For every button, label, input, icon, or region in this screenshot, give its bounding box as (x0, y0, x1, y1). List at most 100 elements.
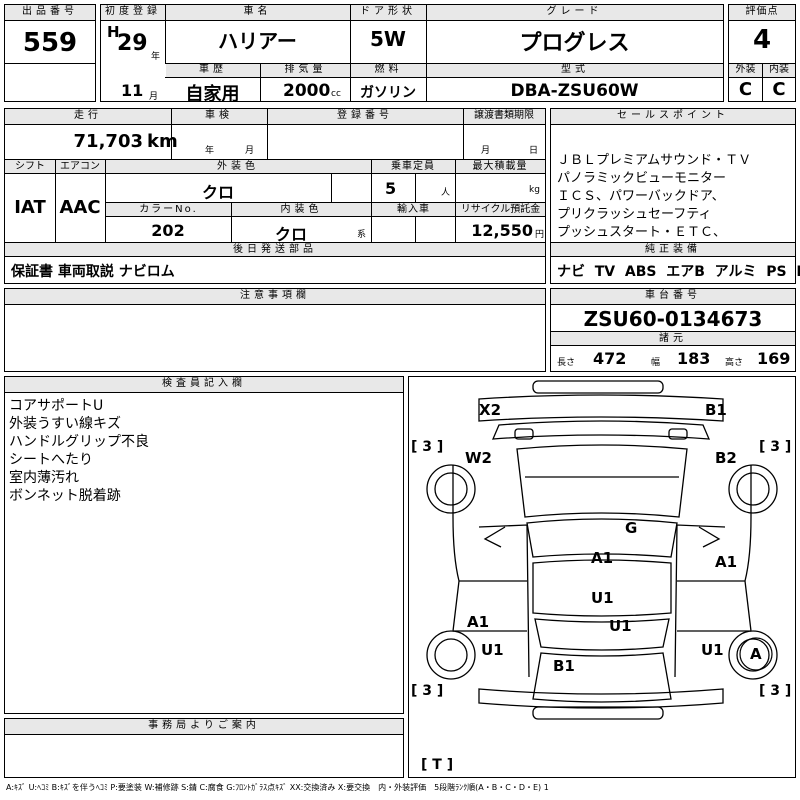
height-label: 高さ (725, 358, 744, 368)
lot-label: 出品番号 (5, 5, 95, 21)
reg-number-label: 登録番号 (267, 109, 463, 125)
score-box: 評価点 4 外装 内装 C C (728, 4, 796, 102)
door-label: ドア形状 (350, 5, 426, 21)
mark-u1-right: U1 (701, 641, 724, 659)
chassis-label: 車台番号 (551, 289, 795, 305)
later-parts: 保証書 車両取説 ナビロム (11, 264, 175, 280)
inspector-line-6: ボンネット脱着跡 (9, 488, 121, 504)
car-name: ハリアー (218, 29, 297, 53)
year-unit: 年 (151, 52, 161, 62)
spec-label: 諸元 (551, 332, 795, 346)
mark-a1-left: A1 (467, 613, 490, 631)
mark-a-right: A (750, 645, 762, 663)
first-reg-label: 初度登録 (101, 5, 165, 21)
ext-color: クロ (201, 183, 234, 202)
notes-label: 注意事項欄 (5, 289, 545, 305)
mileage-unit: km (147, 131, 178, 152)
mark-w2: W2 (465, 449, 492, 467)
interior-label: 内装 (763, 64, 795, 77)
model: DBA-ZSU60W (510, 81, 639, 101)
notes-box: 注意事項欄 (4, 288, 546, 372)
chassis-box: 車台番号 ZSU60-0134673 諸元 長さ 472 幅 183 高さ 16… (550, 288, 796, 372)
inspection-year-unit: 年 (205, 146, 215, 156)
fuel-label: 燃料 (351, 64, 426, 77)
equip-airbag: エアB (666, 264, 705, 280)
car-name-label: 車名 (165, 5, 350, 21)
displacement-label: 排気量 (261, 64, 350, 77)
tire-rear-left: [ 3 ] (411, 683, 444, 699)
mark-a1-roof: A1 (591, 549, 614, 567)
sales-line-4: プリクラッシュセーフティ (557, 207, 712, 222)
mileage: 71,703 (73, 131, 143, 152)
tire-front-right: [ 3 ] (759, 439, 792, 455)
equip-navi: ナビ (557, 264, 585, 280)
tire-rear-right: [ 3 ] (759, 683, 792, 699)
era-prefix: H (107, 23, 120, 41)
transfer-month-unit: 月 (481, 146, 491, 156)
interior-grade: C (772, 79, 786, 100)
model-label: 型式 (427, 64, 723, 77)
inspection-label: 車検 (171, 109, 267, 125)
length-label: 長さ (557, 358, 576, 368)
chassis-number: ZSU60-0134673 (583, 307, 763, 331)
door-type: 5W (370, 27, 406, 51)
load-label: 最大積載量 (455, 160, 545, 174)
grade-label: グレード (426, 5, 723, 21)
equipment-label: 純正装備 (551, 243, 795, 257)
equip-abs: ABS (624, 264, 657, 280)
mark-b1-rear: B1 (553, 657, 575, 675)
mark-b1-front: B1 (705, 401, 727, 419)
equip-ps: PS (766, 264, 787, 280)
mark-u1-center: U1 (609, 617, 632, 635)
reg-year: 29 (117, 31, 148, 56)
reg-month: 11 (121, 81, 144, 100)
width: 183 (677, 349, 711, 368)
lot-number: 559 (22, 28, 78, 58)
office-label: 事務局よりご案内 (5, 719, 403, 735)
inspector-line-1: コアサポートU (9, 398, 104, 414)
import-label: 輸入車 (372, 203, 455, 217)
mileage-label: 走行 (5, 109, 171, 125)
equip-alloy: アルミ (714, 264, 757, 280)
exterior-grade: C (738, 79, 753, 100)
mark-b2: B2 (715, 449, 737, 467)
sales-line-1: ＪＢＬプレミアムサウンド・ＴＶ (557, 153, 752, 168)
score: 4 (752, 25, 772, 55)
transfer-day-unit: 日 (529, 146, 539, 156)
tire-spare: [ T ] (421, 757, 454, 773)
sales-line-2: パノラミックビューモニター (557, 171, 727, 186)
int-color: クロ (274, 225, 307, 244)
lot-box: 出品番号 559 (4, 4, 96, 102)
capacity-unit: 人 (441, 188, 451, 198)
exterior-label: 外装 (729, 64, 762, 77)
color-no-label: カラーNo. (106, 203, 231, 217)
recycle-label: リサイクル預託金 (456, 203, 545, 217)
ac-label: エアコン (55, 160, 105, 174)
inspector-box: 検査員記入欄 コアサポートU 外装うすい線キズ ハンドルグリップ不良 シートへた… (4, 376, 404, 714)
office-box: 事務局よりご案内 (4, 718, 404, 778)
transfer-label: 譲渡書類期限 (463, 109, 545, 125)
mark-u1-roof: U1 (591, 589, 614, 607)
history-label: 車歴 (166, 64, 260, 77)
inspector-line-5: 室内薄汚れ (9, 470, 79, 486)
mark-x2: X2 (479, 401, 502, 419)
equip-pw: PW (796, 264, 800, 280)
load-unit: kg (529, 185, 540, 195)
car-diagram: [ 3 ] [ 3 ] [ 3 ] [ 3 ] [ T ] X2 B1 W2 B… (408, 376, 796, 778)
color-no: 202 (151, 221, 185, 240)
inspector-line-4: シートへたり (9, 452, 93, 468)
mark-a1-right: A1 (715, 553, 738, 571)
car-outline (426, 380, 778, 720)
tire-front-left: [ 3 ] (411, 439, 444, 455)
recycle-unit: 円 (535, 230, 545, 240)
inspector-line-2: 外装うすい線キズ (9, 416, 121, 432)
mark-g: G (625, 519, 638, 537)
length: 472 (593, 349, 627, 368)
shift: IAT (14, 197, 46, 218)
sales-point-label: セールスポイント (551, 109, 795, 125)
top-info-box: 初度登録 車名 ドア形状 グレード H 29 年 ハリアー 5W プログレス 車… (100, 4, 724, 105)
recycle: 12,550 (471, 221, 533, 240)
displacement-unit: cc (331, 89, 341, 99)
grade: プログレス (519, 31, 630, 56)
later-parts-label: 後日発送部品 (5, 243, 545, 257)
